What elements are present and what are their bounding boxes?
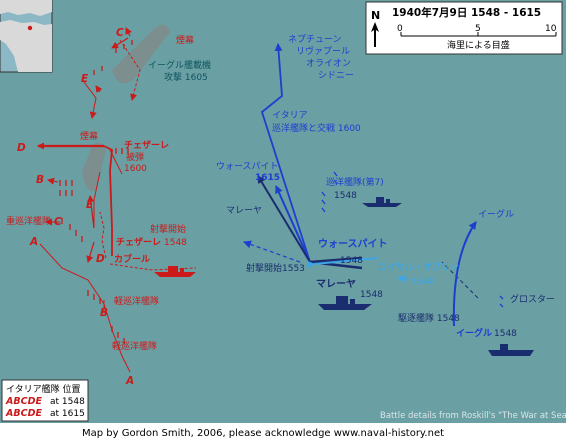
label-engage-1: イタリア bbox=[272, 110, 308, 121]
italian-squadron-letters: C E D B E C A D B A bbox=[17, 27, 134, 387]
label-cruiser-name-liverpool: リヴァプール bbox=[296, 45, 350, 57]
legend-time-1548: at 1548 bbox=[50, 397, 85, 407]
label-cruiser-squadron: 巡洋艦隊(第7) bbox=[326, 176, 384, 188]
italian-tracks bbox=[37, 27, 197, 373]
label-malaya-1615: マレーヤ bbox=[226, 206, 262, 216]
label-cruiser-name-sydney: シドニー bbox=[318, 71, 354, 81]
inset-location-marker-icon bbox=[27, 25, 33, 31]
label-eagle-aircraft: イーグル艦載機 bbox=[148, 59, 211, 71]
label-cruiser-name-neptune: ネプチューン bbox=[288, 34, 342, 45]
scale-caption: 海里による目盛 bbox=[447, 39, 510, 51]
label-royal-sovereign-time: 1548 bbox=[412, 277, 435, 287]
cruiser-squadron-silhouette bbox=[362, 197, 402, 207]
legend-time-1615: at 1615 bbox=[50, 409, 85, 419]
eagle-silhouette bbox=[488, 344, 534, 356]
letter-e-1548: E bbox=[86, 199, 94, 211]
label-eagle-1548: イーグル bbox=[456, 327, 492, 339]
letter-b-1548: B bbox=[100, 307, 108, 319]
label-malaya-1548: マレーヤ bbox=[316, 278, 356, 290]
north-letter: N bbox=[371, 9, 380, 22]
inset-locator-map bbox=[0, 0, 53, 73]
scale-tick-0: 0 bbox=[397, 24, 403, 34]
british-tracks bbox=[243, 43, 479, 327]
legend-header: イタリア艦隊 位置 bbox=[6, 383, 81, 395]
label-cruiser-squadron-time: 1548 bbox=[334, 191, 357, 201]
legend-box: イタリア艦隊 位置 ABCDE at 1548 ABCDE at 1615 bbox=[1, 379, 89, 422]
british-labels: ネプチューン リヴァプール オライオン シドニー イタリア 巡洋艦隊と交戦 16… bbox=[216, 34, 555, 339]
label-fire-open-italian: 射撃開始 bbox=[150, 223, 186, 235]
label-fire-open-british: 射撃開始1553 bbox=[246, 262, 305, 274]
credit-line: Map by Gordon Smith, 2006, please acknow… bbox=[82, 428, 444, 439]
letter-a-1615: A bbox=[29, 236, 38, 248]
label-heavy-cruisers: 重巡洋艦隊 bbox=[6, 215, 51, 227]
british-position-ticks bbox=[321, 171, 504, 308]
label-warspite-1548: ウォースパイト bbox=[318, 238, 388, 250]
smoke-screen-north bbox=[112, 24, 170, 84]
label-light-cruisers-1: 軽巡洋艦隊 bbox=[114, 295, 159, 307]
italian-fleet-silhouette bbox=[154, 266, 196, 277]
label-eagle-1548-time: 1548 bbox=[494, 329, 517, 339]
scale-tick-10: 10 bbox=[545, 24, 557, 34]
label-smoke-north: 煙幕 bbox=[176, 34, 194, 46]
label-light-cruisers-2: 軽巡洋艦隊 bbox=[112, 340, 157, 352]
map-title: 1940年7月9日 1548 - 1615 bbox=[392, 6, 541, 19]
label-cruiser-name-orion: オライオン bbox=[306, 58, 351, 69]
label-malaya-1548-time: 1548 bbox=[360, 290, 383, 300]
label-cavour: カブール bbox=[114, 253, 150, 265]
smoke-screen-centre bbox=[82, 142, 106, 192]
letter-b-1615: B bbox=[36, 174, 44, 186]
letter-d-1615: D bbox=[17, 142, 26, 154]
label-smoke-centre: 煙幕 bbox=[80, 130, 98, 142]
footer-bar bbox=[0, 423, 566, 442]
malaya-silhouette bbox=[318, 296, 372, 310]
letter-c-1615: C bbox=[116, 27, 124, 39]
label-hit: 被弾 bbox=[126, 151, 144, 163]
scale-tick-5: 5 bbox=[475, 24, 481, 34]
source-note: Battle details from Roskill's "The War a… bbox=[380, 411, 566, 421]
label-hit-time: 1600 bbox=[124, 164, 147, 174]
legend-letters-1548: ABCDE bbox=[5, 396, 42, 407]
title-box: 1940年7月9日 1548 - 1615 N 0 5 10 海里による目盛 bbox=[365, 1, 563, 55]
label-warspite-1615-time: 1615 bbox=[255, 173, 280, 183]
label-attack-time: 攻撃 1605 bbox=[164, 71, 208, 83]
letter-a-1548: A bbox=[125, 375, 134, 387]
label-destroyers: 駆逐艦隊 1548 bbox=[398, 312, 460, 324]
label-italian-1548: 1548 bbox=[164, 238, 187, 248]
letter-d-1548: D bbox=[96, 253, 105, 265]
legend-letters-1615: ABCDE bbox=[5, 408, 42, 419]
label-gloucester: グロスター bbox=[510, 293, 555, 305]
air-attack-labels: イーグル艦載機 攻撃 1605 bbox=[148, 59, 211, 83]
label-engage-2: 巡洋艦隊と交戦 1600 bbox=[272, 122, 361, 134]
north-arrow-icon bbox=[371, 22, 379, 47]
label-royal-sovereign: ロイヤル・サブリン bbox=[378, 261, 459, 273]
label-cesare-1548: チェザーレ bbox=[116, 237, 161, 248]
label-cesare-1615: チェザーレ bbox=[124, 140, 169, 151]
label-warspite-1615: ウォースパイト bbox=[216, 161, 279, 172]
italian-labels: 煙幕 煙幕 チェザーレ 被弾 1600 射撃開始 チェザーレ 1548 カブール… bbox=[6, 34, 194, 352]
italian-position-ticks bbox=[59, 40, 133, 344]
letter-c-1548: C bbox=[54, 216, 62, 228]
label-eagle-1615: イーグル bbox=[478, 208, 514, 220]
letter-e-1615: E bbox=[81, 73, 89, 85]
label-warspite-1548-time: 1548 bbox=[340, 256, 363, 266]
